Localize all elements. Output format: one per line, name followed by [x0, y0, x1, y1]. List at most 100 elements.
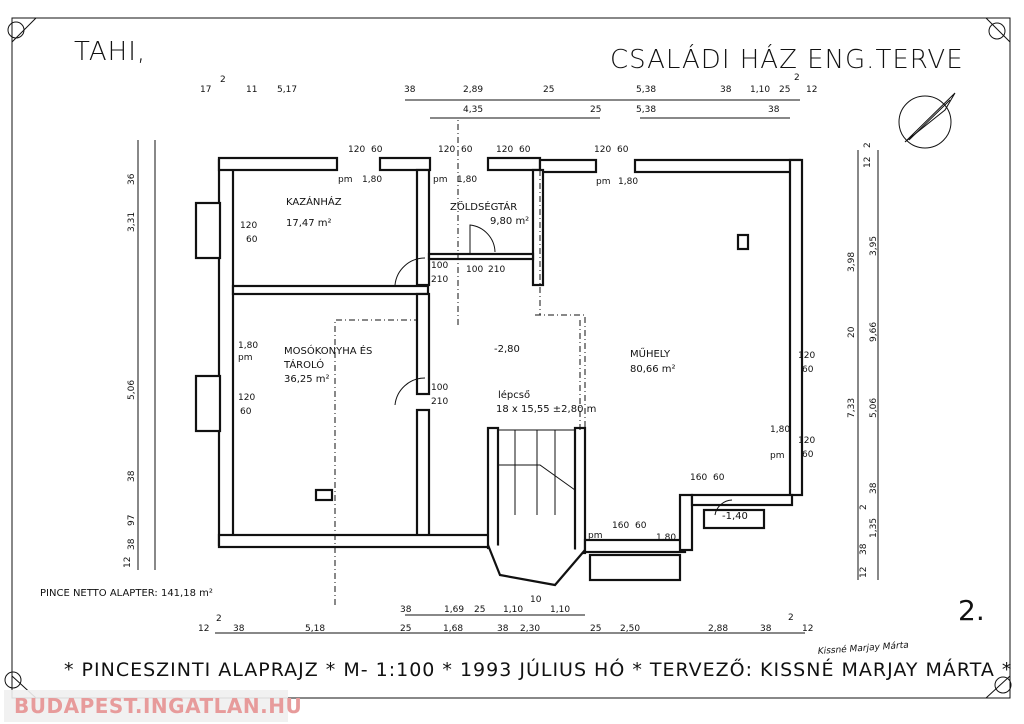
dimension-label: 5,38 — [636, 105, 656, 115]
window-label: 1,80 — [656, 533, 676, 543]
doors — [394, 224, 733, 516]
dimension-label: 38 — [869, 482, 879, 494]
window-label: 60 — [240, 407, 252, 417]
dimension-label: 11 — [246, 85, 257, 95]
dimension-label: 38 — [760, 624, 772, 634]
window-label: 1,80 — [457, 175, 477, 185]
dimension-label: 5,38 — [636, 85, 656, 95]
sheet-frame — [4, 17, 1012, 699]
dimension-label: 2,50 — [620, 624, 640, 634]
door-label: 100 — [431, 383, 448, 393]
dimension-label: 3,95 — [869, 236, 879, 256]
dimension-label: 1,10 — [550, 605, 570, 615]
window-label: 60 — [802, 365, 814, 375]
room-name-muhely: MŰHELY — [630, 346, 671, 360]
room-name-zoldsegtar: ZÖLDSÉGTÁR — [450, 200, 517, 213]
window-label: 1,80 — [770, 425, 790, 435]
dimension-label: 5,18 — [305, 624, 325, 634]
dimension-label: 1,10 — [503, 605, 523, 615]
room-name-mosokonyha-2: TÁROLÓ — [283, 358, 324, 371]
window-label: 120 — [798, 351, 815, 361]
north-arrow-icon — [898, 92, 956, 149]
opening-labels: pm 1,80 pm 1,80 pm 1,80 120 60 120 60 120 60 1… — [238, 145, 815, 543]
drawing-title: CSALÁDI HÁZ ENG.TERVE — [610, 43, 964, 75]
dimension-label: 2,88 — [708, 624, 728, 634]
dimension-label: 1,69 — [444, 605, 464, 615]
window-label: 1,80 — [238, 341, 258, 351]
dimension-label: 7,33 — [847, 398, 857, 418]
dimension-label: 38 — [859, 543, 869, 555]
door-label: 100 — [466, 265, 483, 275]
window-label: 160 — [690, 473, 707, 483]
room-area-muhely: 80,66 m² — [630, 364, 676, 375]
dimension-label: 36 — [127, 173, 137, 185]
stairs — [334, 120, 586, 605]
title-block-caption: * PINCESZINTI ALAPRAJZ * M- 1:100 * 1993… — [64, 657, 1012, 681]
door-label: 210 — [431, 397, 448, 407]
dimension-label: 5,17 — [277, 85, 297, 95]
window-label: pm — [596, 177, 610, 187]
dimension-label: 38 — [497, 624, 509, 634]
dimension-label: 25 — [400, 624, 411, 634]
place-name: TAHI, — [74, 37, 146, 67]
window-label: 60 — [802, 450, 814, 460]
dimension-label: 2 — [859, 504, 869, 510]
window-label: 120 — [348, 145, 365, 155]
dimension-label: 12 — [198, 624, 209, 634]
window-label: pm — [770, 451, 784, 461]
door-label: 210 — [431, 275, 448, 285]
window-label: 120 — [238, 393, 255, 403]
room-name-lepcso: lépcső — [498, 389, 530, 401]
window-label: 120 — [438, 145, 455, 155]
door-label: 210 — [488, 265, 505, 275]
door-label: 100 — [431, 261, 448, 271]
dimension-label: 2 — [788, 613, 794, 623]
window-label: 160 — [612, 521, 629, 531]
room-area-mosokonyha: 36,25 m² — [284, 374, 330, 385]
room-name-mosokonyha: MOSÓKONYHA ÉS — [284, 344, 372, 357]
window-label: 120 — [240, 221, 257, 231]
dimension-right: 12 2 3,98 3,95 20 9,66 7,33 5,06 38 1,35… — [847, 142, 879, 580]
dimension-label: 38 — [233, 624, 245, 634]
dimension-label: 17 — [200, 85, 211, 95]
dimension-label: 25 — [590, 105, 601, 115]
room-spec-lepcso: 18 x 15,55 ±2,80 m — [496, 404, 596, 415]
walls — [194, 156, 804, 587]
dimension-label: 2 — [216, 614, 222, 624]
window-label: pm — [238, 353, 252, 363]
window-label: pm — [588, 531, 602, 541]
dimension-label: 38 — [127, 470, 137, 482]
window-label: pm — [338, 175, 352, 185]
dimension-label: 2 — [863, 142, 873, 148]
dimension-label: 25 — [474, 605, 485, 615]
dimension-label: 12 — [123, 557, 133, 568]
window-label: 60 — [371, 145, 383, 155]
dimension-bottom: 38 1,69 25 1,10 10 1,10 12 2 38 5,18 25 1,68 38 2,3… — [198, 595, 813, 634]
dimension-label: 1,35 — [869, 518, 879, 538]
window-label: 60 — [519, 145, 531, 155]
room-name-kazanhaz: KAZÁNHÁZ — [286, 195, 342, 208]
window-label: 1,80 — [362, 175, 382, 185]
dimension-label: 25 — [590, 624, 601, 634]
net-floor-area: PINCE NETTO ALAPTER: 141,18 m² — [40, 588, 213, 599]
room-area-zoldsegtar: 9,80 m² — [490, 216, 529, 227]
window-label: 1,80 — [618, 177, 638, 187]
dimension-label: 12 — [802, 624, 813, 634]
sheet-number: 2. — [958, 594, 985, 627]
dimension-label: 10 — [530, 595, 542, 605]
dimension-label: 2,30 — [520, 624, 540, 634]
dimension-label: 2 — [220, 75, 226, 85]
dimension-label: 38 — [768, 105, 780, 115]
window-label: 120 — [798, 436, 815, 446]
dimension-label: 1,68 — [443, 624, 463, 634]
window-label: 60 — [713, 473, 725, 483]
dimension-label: 97 — [127, 515, 137, 526]
window-label: 60 — [617, 145, 629, 155]
dimension-label: 12 — [859, 567, 869, 578]
dimension-label: 9,66 — [869, 322, 879, 342]
dimension-label: 38 — [404, 85, 416, 95]
window-label: 60 — [635, 521, 647, 531]
window-label: 60 — [461, 145, 473, 155]
window-label: pm — [433, 175, 447, 185]
window-label: 120 — [594, 145, 611, 155]
